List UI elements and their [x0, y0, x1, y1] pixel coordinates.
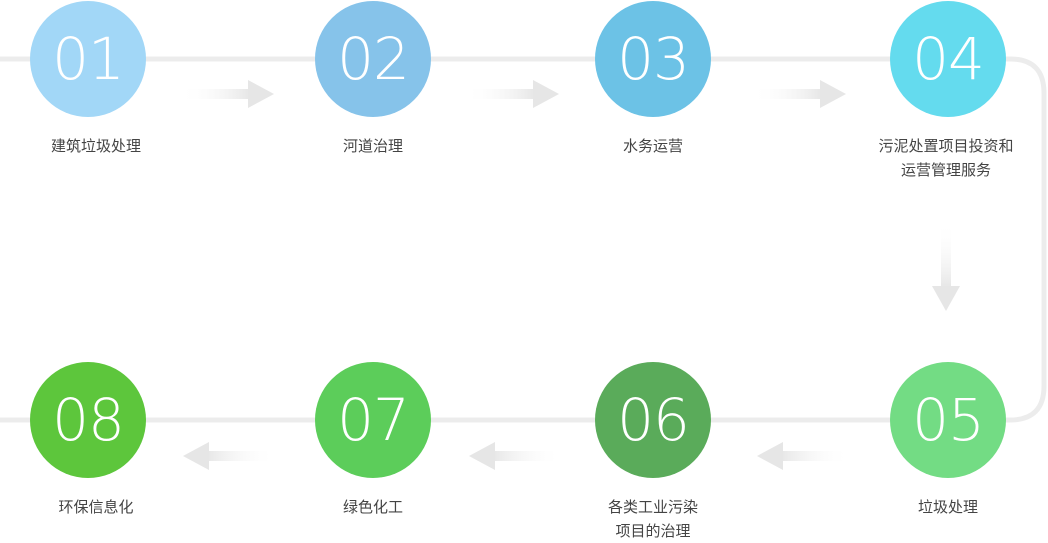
arrow-right-icon	[465, 80, 559, 108]
step-04-label: 污泥处置项目投资和 运营管理服务	[878, 137, 1014, 179]
step-05-label: 垃圾处理	[917, 498, 978, 516]
step-08-label: 环保信息化	[58, 498, 134, 516]
step-07-circle: 07	[315, 362, 431, 478]
step-03-label: 水务运营	[622, 137, 683, 155]
step-03-circle: 03	[595, 1, 711, 117]
step-07-label: 绿色化工	[342, 498, 403, 516]
arrow-down-icon	[932, 222, 960, 311]
step-06-label: 各类工业污染 项目的治理	[607, 498, 698, 540]
step-02-label: 河道治理	[342, 137, 403, 155]
step-08-circle: 08	[30, 362, 146, 478]
arrow-left-icon	[469, 442, 562, 470]
step-04-circle: 04	[890, 1, 1006, 117]
step-05-circle: 05	[890, 362, 1006, 478]
step-number: 08	[52, 386, 125, 454]
step-01-label: 建筑垃圾处理	[50, 137, 141, 155]
arrow-left-icon	[757, 442, 850, 470]
step-number: 04	[912, 25, 985, 93]
step-01-circle: 01	[30, 1, 146, 117]
step-02-circle: 02	[315, 1, 431, 117]
arrow-left-icon	[183, 442, 276, 470]
step-number: 01	[52, 25, 125, 93]
arrow-right-icon	[180, 80, 274, 108]
step-number: 05	[912, 386, 985, 454]
step-number: 03	[617, 25, 690, 93]
step-number: 02	[337, 25, 410, 93]
step-06-circle: 06	[595, 362, 711, 478]
step-number: 06	[617, 386, 690, 454]
right-return-connector	[1009, 56, 1047, 423]
step-number: 07	[337, 386, 410, 454]
arrow-right-icon	[752, 80, 846, 108]
